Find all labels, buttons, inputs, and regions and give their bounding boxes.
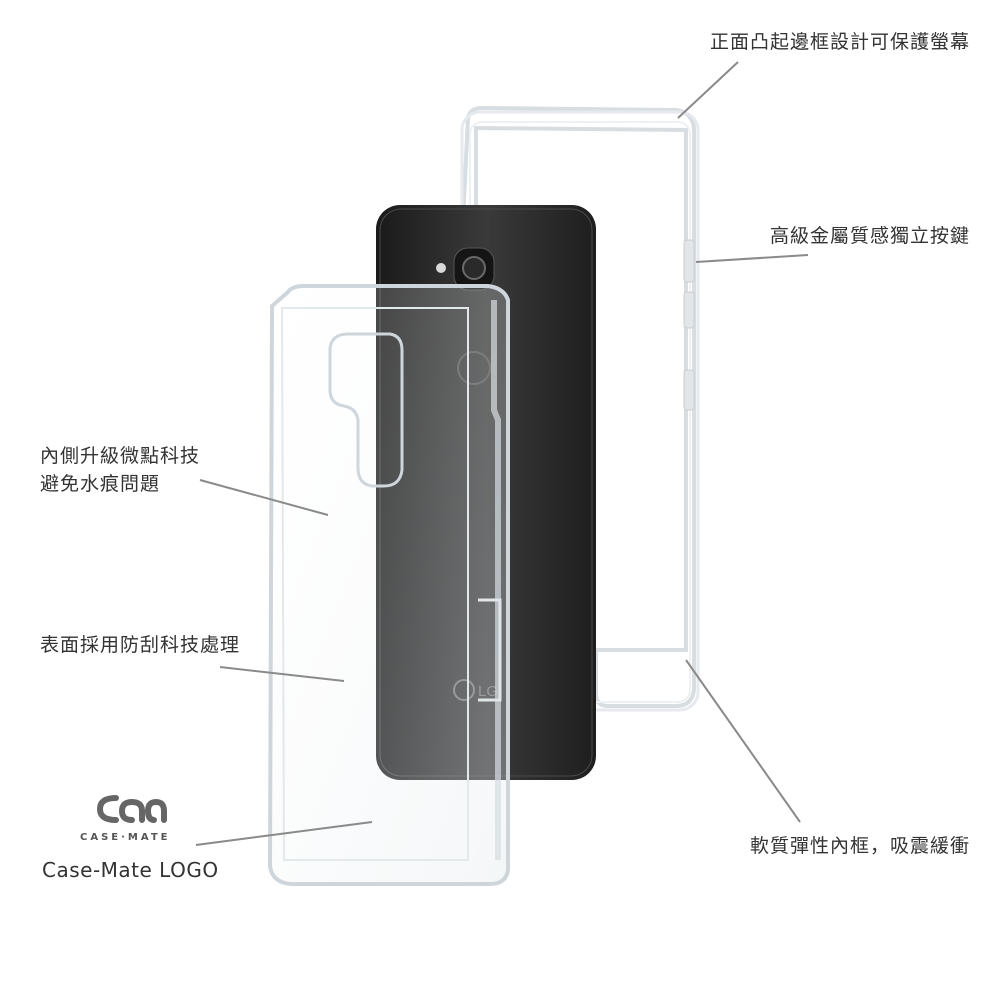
callout-logo-caption: Case-Mate LOGO xyxy=(42,858,219,882)
bumper-button-power xyxy=(683,369,695,411)
callout-scratch-resist: 表面採用防刮科技處理 xyxy=(40,634,241,656)
leader-lines xyxy=(195,61,809,846)
callout-micro-dot-line1: 內側升級微點科技 xyxy=(40,445,201,467)
callout-micro-dot: 內側升級微點科技 避免水痕問題 xyxy=(40,442,200,498)
bumper-button-volume-up xyxy=(683,239,695,283)
case-mate-logo-icon xyxy=(96,795,167,823)
camera-lens-icon xyxy=(462,256,486,280)
leader-line-raised-bezel xyxy=(677,61,739,119)
callout-micro-dot-line2: 避免水痕問題 xyxy=(40,473,161,495)
callout-raised-bezel: 正面凸起邊框設計可保護螢幕 xyxy=(709,31,970,53)
bumper-button-volume-down xyxy=(683,291,695,329)
leader-line-scratch xyxy=(219,666,345,682)
clear-back-case xyxy=(267,284,510,886)
callout-shock-absorb: 軟質彈性內框，吸震緩衝 xyxy=(749,835,970,857)
leader-line-shock xyxy=(685,659,801,823)
flash-icon xyxy=(436,263,446,273)
leader-line-logo xyxy=(195,821,373,846)
leader-line-micro-dot xyxy=(199,479,329,516)
callout-metal-buttons: 高級金屬質感獨立按鍵 xyxy=(769,225,970,247)
logo-wordmark: CASE·MATE xyxy=(80,832,171,843)
leader-line-metal-buttons xyxy=(695,254,809,263)
case-mate-logo-block: CASE·MATE Case-Mate LOGO xyxy=(40,790,240,890)
camera-cutout xyxy=(328,332,404,488)
